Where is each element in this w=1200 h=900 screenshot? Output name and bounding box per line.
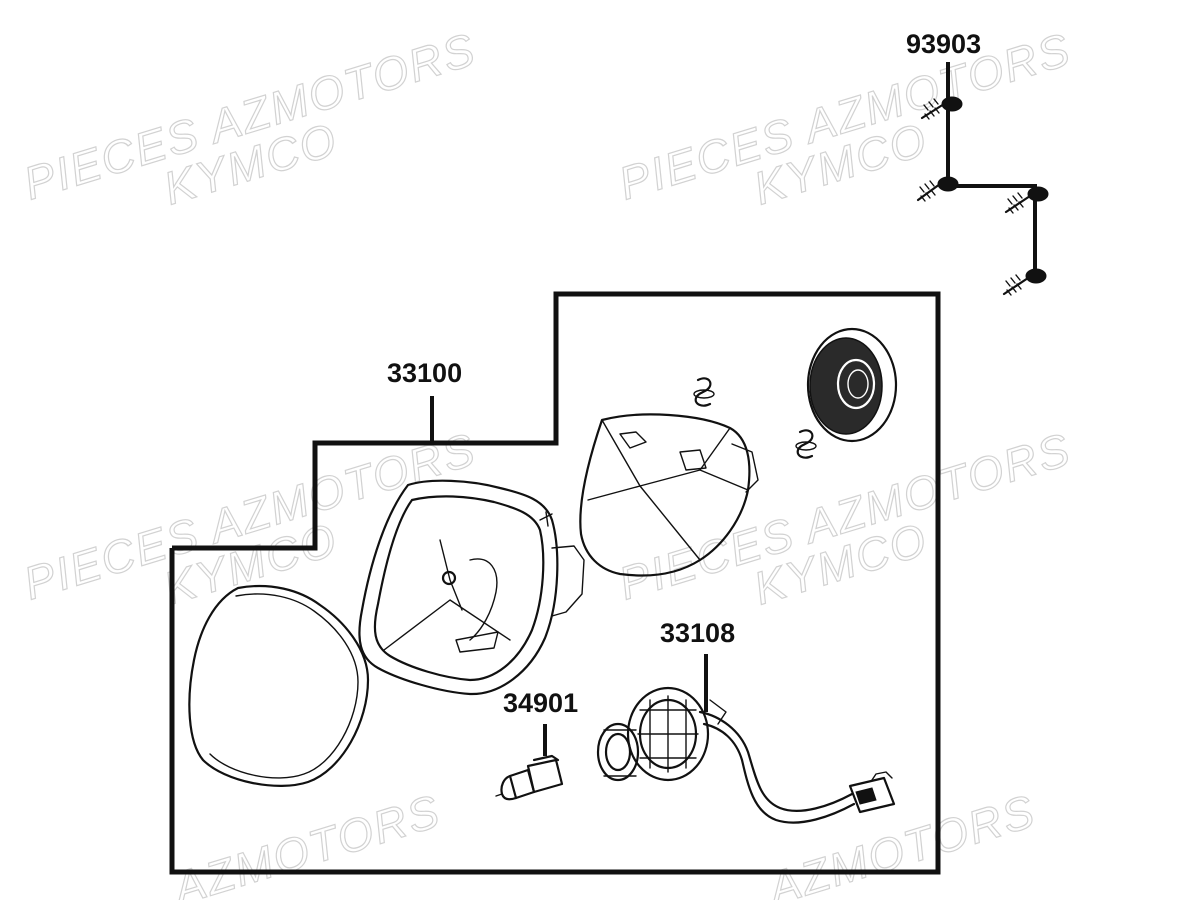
headlight-housing-icon (358, 479, 585, 696)
callout-93903: 93903 (906, 29, 981, 59)
part-number-33108[interactable]: 33108 (660, 618, 735, 648)
watermark-text: AZMOTORS (165, 784, 447, 900)
callout-33108: 33108 (660, 618, 735, 712)
headlight-lens-icon (188, 584, 370, 787)
screw-icon (1002, 268, 1047, 296)
assembly-frame (169, 291, 941, 875)
part-number-33100[interactable]: 33100 (387, 358, 462, 388)
screw-icon (1004, 186, 1049, 214)
callout-33100: 33100 (387, 358, 462, 443)
watermark-layer: PIECES AZMOTORS KYMCO PIECES AZMOTORS KY… (17, 22, 1078, 900)
screw-icon (920, 96, 963, 120)
bulb-icon (495, 754, 564, 801)
callout-34901: 34901 (503, 688, 578, 756)
clip-icon (693, 377, 715, 407)
rubber-cap-icon (806, 327, 898, 443)
part-number-93903[interactable]: 93903 (906, 29, 981, 59)
rear-cover-icon (579, 413, 759, 577)
screw-group-93903 (916, 62, 1049, 296)
watermark-text: AZMOTORS (760, 784, 1042, 900)
leader-line-93903 (946, 62, 1037, 275)
clip-icon (795, 429, 817, 459)
screw-icon (916, 176, 959, 202)
socket-harness-icon (596, 686, 896, 824)
part-number-34901[interactable]: 34901 (503, 688, 578, 718)
